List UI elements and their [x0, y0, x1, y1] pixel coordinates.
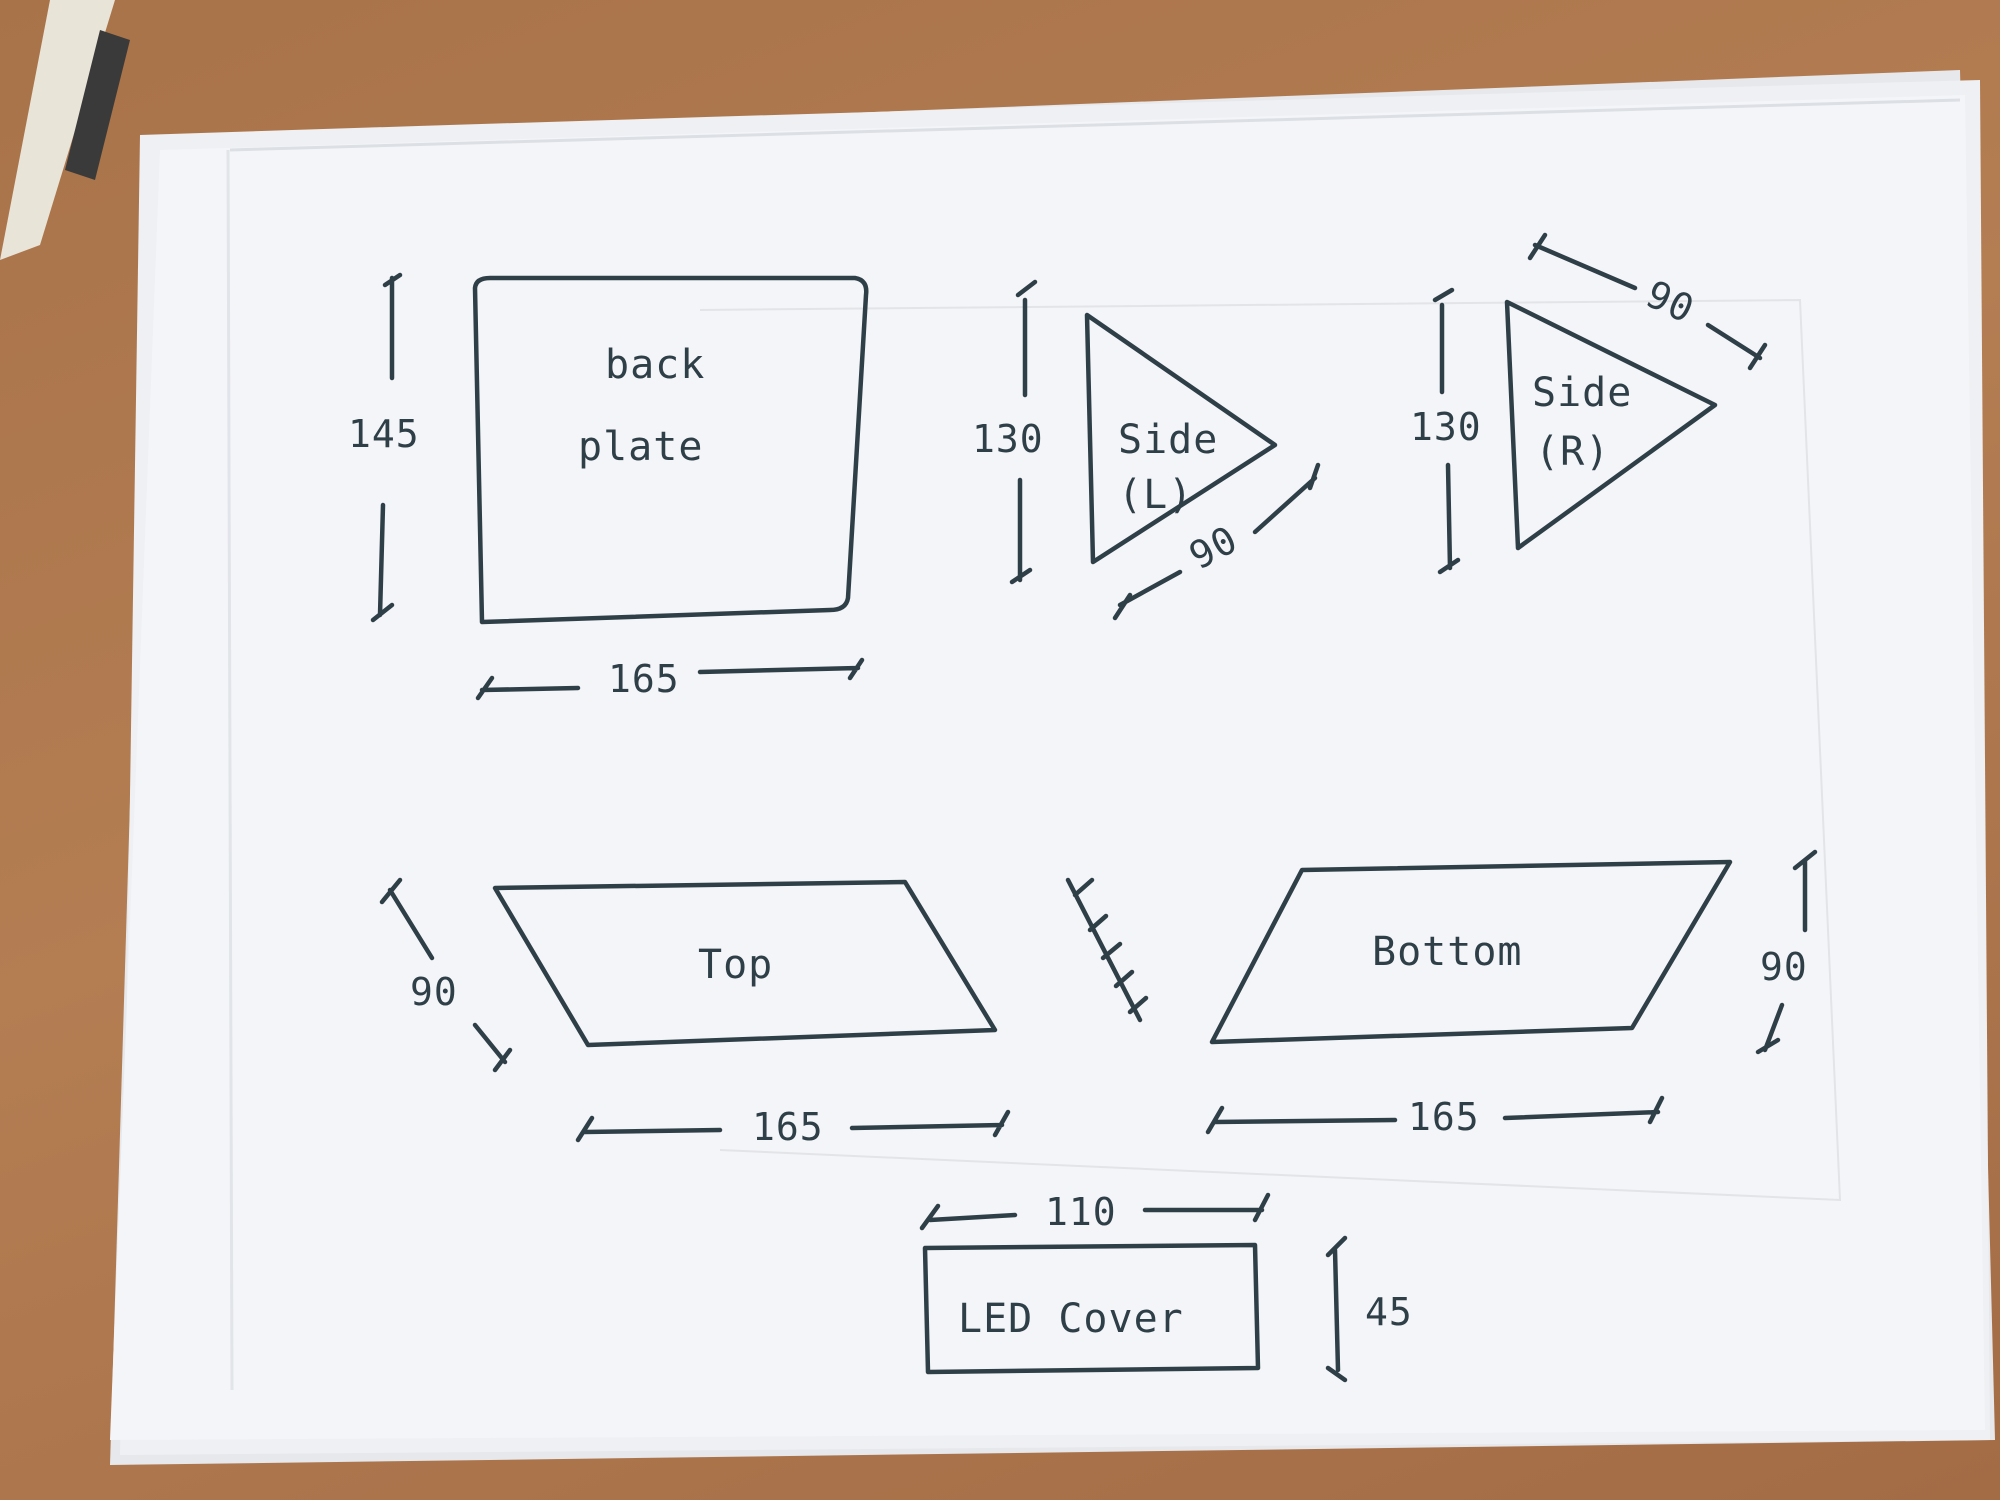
back-plate-width-label: 165	[608, 657, 680, 701]
bottom-depth-dim	[1755, 849, 1818, 1055]
side-left-name-line2: (L)	[1118, 472, 1193, 518]
bottom-width-dim	[1205, 1095, 1665, 1135]
back-plate-name-line1: back	[605, 342, 705, 388]
led-cover-width-dim	[919, 1192, 1271, 1231]
bottom-width-label: 165	[1408, 1095, 1480, 1139]
side-right-name-line2: (R)	[1535, 429, 1610, 475]
led-cover: LED Cover 110 45	[919, 1190, 1413, 1383]
back-plate: back plate 145 165	[348, 272, 869, 701]
side-left-edge-dim	[1112, 462, 1321, 621]
side-right-height-dim	[1432, 287, 1461, 575]
led-cover-name: LED Cover	[958, 1296, 1184, 1342]
side-left-name-line1: Side	[1118, 417, 1218, 463]
led-cover-height-dim	[1325, 1235, 1348, 1383]
bottom-piece: Bottom 90 165	[1205, 849, 1818, 1139]
top-width-label: 165	[752, 1105, 824, 1149]
side-right-edge-dim	[1527, 232, 1768, 371]
top-depth-label: 90	[410, 970, 458, 1014]
top-depth-dim	[379, 877, 513, 1073]
pen	[0, 0, 130, 260]
back-plate-name-line2: plate	[578, 424, 703, 470]
back-plate-height-dim	[370, 272, 403, 623]
side-right-name-line1: Side	[1532, 370, 1632, 416]
side-right-height-label: 130	[1410, 405, 1482, 449]
side-left-height-label: 130	[972, 417, 1044, 461]
bottom-depth-label: 90	[1760, 945, 1808, 989]
side-right-outline	[1504, 299, 1718, 551]
bottom-name: Bottom	[1372, 929, 1523, 975]
back-plate-width-dim	[475, 657, 865, 701]
divider-mark	[1065, 877, 1149, 1023]
top-piece: Top 90 165	[379, 877, 1011, 1149]
led-cover-height-label: 45	[1365, 1290, 1413, 1334]
side-left-height-dim	[1009, 279, 1038, 585]
top-width-dim	[575, 1109, 1011, 1143]
top-name: Top	[698, 942, 773, 988]
led-cover-width-label: 110	[1045, 1190, 1117, 1234]
back-plate-outline	[472, 275, 869, 625]
bottom-outline	[1209, 859, 1733, 1045]
back-plate-height-label: 145	[348, 412, 420, 456]
led-cover-outline	[922, 1242, 1261, 1375]
side-left-outline	[1084, 312, 1278, 565]
side-left: Side (L) 130 90	[972, 279, 1321, 621]
paper-stack	[110, 70, 1995, 1465]
top-outline	[492, 879, 998, 1048]
